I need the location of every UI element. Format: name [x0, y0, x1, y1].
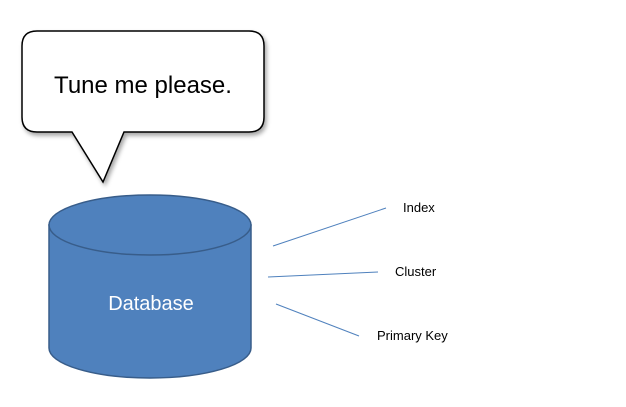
database-label: Database [108, 293, 194, 315]
database-cylinder: Database [48, 194, 252, 379]
connector-line-primary-key [275, 303, 360, 337]
database-body [48, 224, 252, 379]
connector-line-cluster [267, 271, 379, 278]
label-primary-key: Primary Key [377, 328, 448, 343]
database-top [48, 194, 252, 256]
speech-bubble-shape [21, 30, 265, 184]
speech-bubble-text: Tune me please. [54, 72, 232, 99]
speech-bubble: Tune me please. [21, 30, 265, 184]
label-index: Index [403, 200, 435, 215]
label-cluster: Cluster [395, 264, 437, 279]
connector-line-index [272, 207, 387, 247]
